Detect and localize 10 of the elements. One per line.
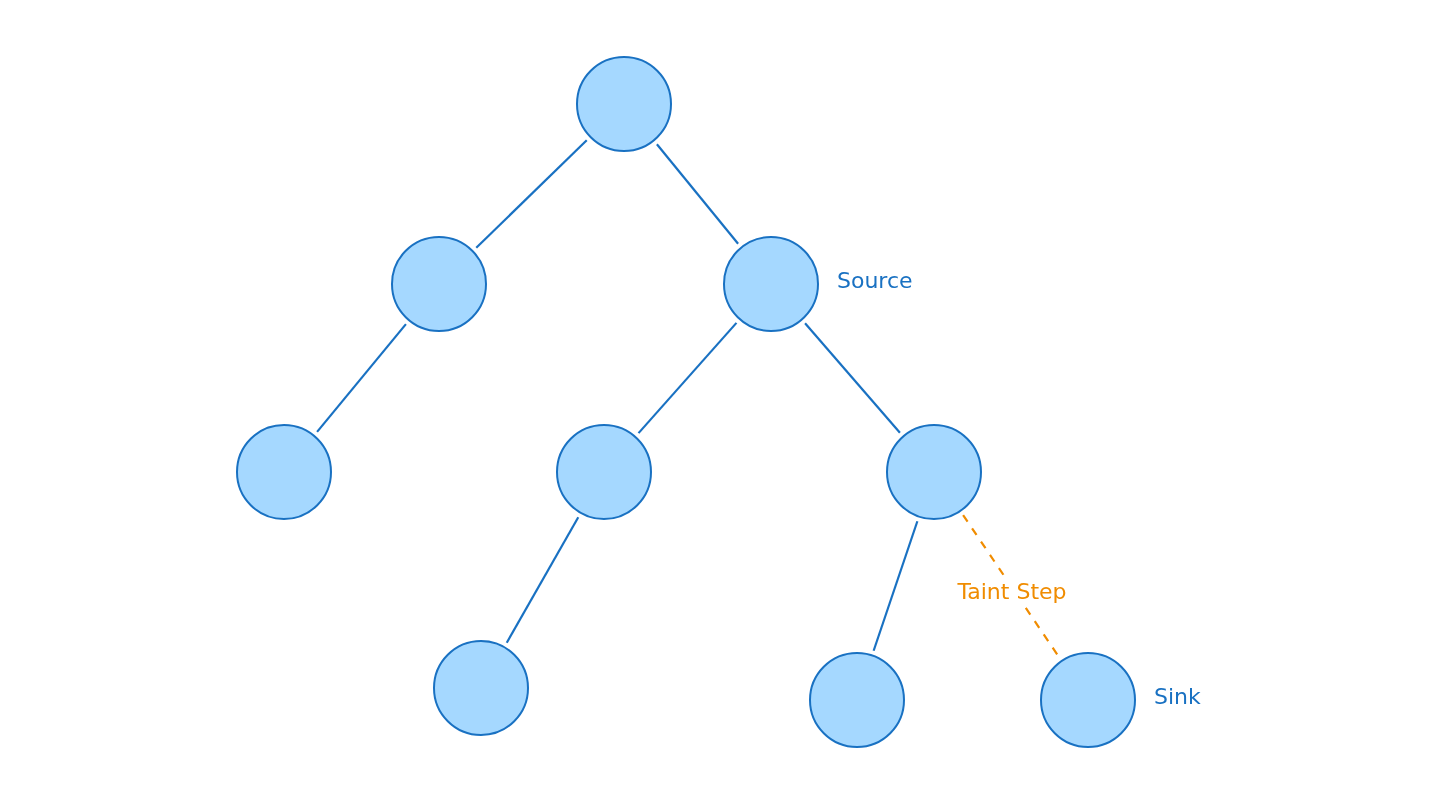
connector-line	[475, 139, 588, 249]
connector-line	[316, 323, 407, 433]
connector-line	[505, 516, 580, 644]
dashed-connector	[962, 514, 1060, 658]
node-caption: Source	[837, 267, 913, 293]
connector-line	[637, 322, 738, 434]
connector-line	[804, 322, 901, 434]
node-caption: Sink	[1154, 683, 1201, 709]
connector-line	[872, 520, 919, 652]
connector-line	[656, 143, 739, 245]
